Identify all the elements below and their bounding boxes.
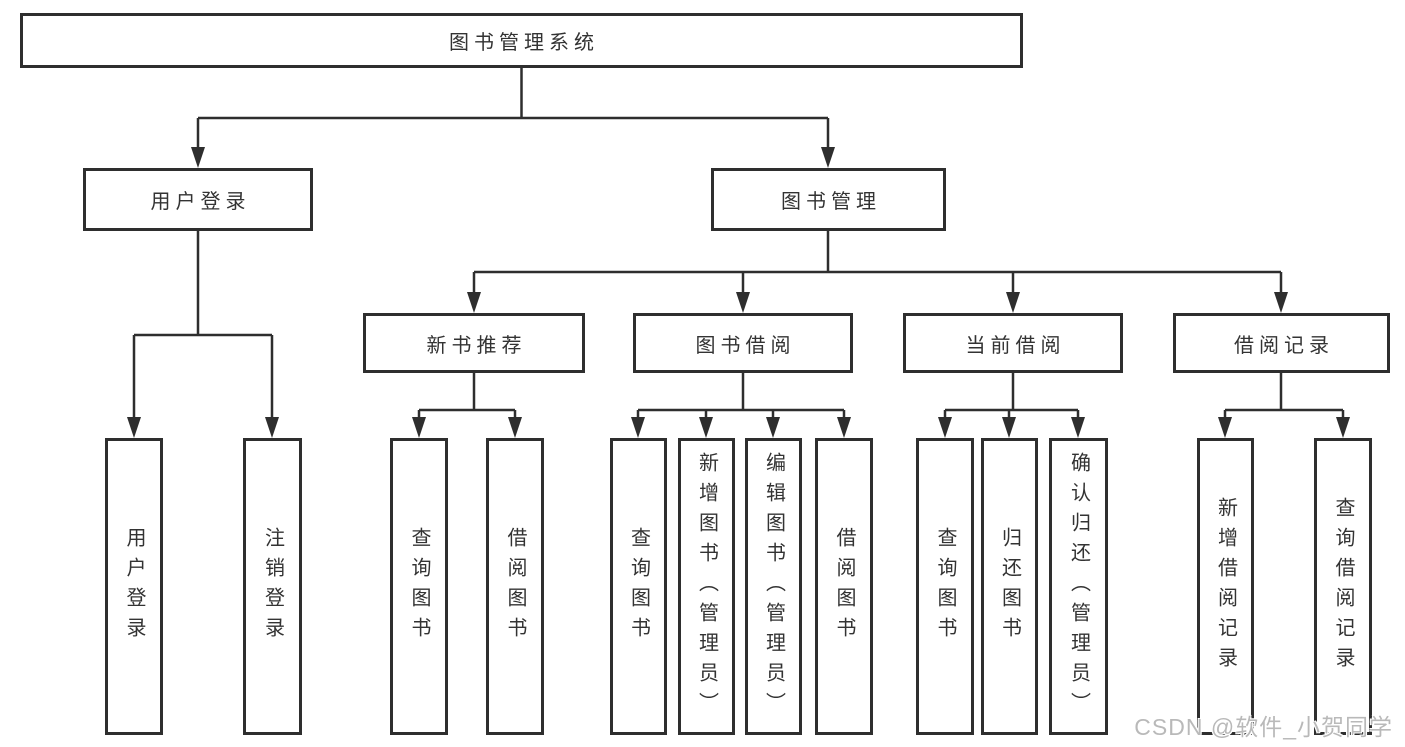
leaf-edit-book-admin-label: 编辑图书（管理员） bbox=[762, 451, 785, 722]
leaf-borrow-books-borrow: 借阅图书 bbox=[815, 438, 873, 735]
leaf-add-book-admin: 新增图书（管理员） bbox=[678, 438, 735, 735]
leaf-logout-login-label: 注销登录 bbox=[261, 526, 284, 647]
leaf-add-borrow-record-label: 新增借阅记录 bbox=[1214, 496, 1237, 677]
leaf-confirm-return-admin: 确认归还（管理员） bbox=[1049, 438, 1108, 735]
leaf-query-books-recommend-label: 查询图书 bbox=[408, 526, 430, 647]
leaf-query-books-borrow: 查询图书 bbox=[610, 438, 667, 735]
node-book-management: 图书管理 bbox=[711, 168, 946, 231]
node-new-book-recommend-label: 新书推荐 bbox=[426, 334, 527, 357]
csdn-watermark: CSDN @软件_小贺同学 bbox=[1134, 714, 1393, 740]
leaf-confirm-return-admin-label: 确认归还（管理员） bbox=[1067, 451, 1090, 722]
node-new-book-recommend: 新书推荐 bbox=[363, 313, 585, 373]
leaf-return-books: 归还图书 bbox=[981, 438, 1038, 735]
node-book-management-label: 图书管理 bbox=[781, 191, 881, 213]
leaf-logout-login: 注销登录 bbox=[243, 438, 302, 735]
leaf-query-borrow-record: 查询借阅记录 bbox=[1314, 438, 1372, 735]
node-borrowing-records: 借阅记录 bbox=[1173, 313, 1390, 373]
node-library-system-label: 图书管理系统 bbox=[449, 32, 599, 54]
leaf-query-books-recommend: 查询图书 bbox=[390, 438, 448, 735]
leaf-borrow-books-recommend-label: 借阅图书 bbox=[504, 526, 526, 647]
leaf-return-books-label: 归还图书 bbox=[998, 526, 1021, 647]
node-current-borrowing: 当前借阅 bbox=[903, 313, 1123, 373]
leaf-user-login: 用户登录 bbox=[105, 438, 163, 735]
leaf-query-books-current: 查询图书 bbox=[916, 438, 974, 735]
leaf-user-login-label: 用户登录 bbox=[123, 526, 145, 647]
leaf-add-borrow-record: 新增借阅记录 bbox=[1197, 438, 1254, 735]
leaf-query-books-borrow-label: 查询图书 bbox=[627, 526, 650, 647]
node-current-borrowing-label: 当前借阅 bbox=[965, 334, 1066, 357]
leaf-query-books-current-label: 查询图书 bbox=[934, 526, 956, 647]
node-library-system: 图书管理系统 bbox=[20, 13, 1023, 68]
leaf-borrow-books-borrow-label: 借阅图书 bbox=[833, 526, 855, 647]
leaf-query-borrow-record-label: 查询借阅记录 bbox=[1332, 496, 1354, 677]
leaf-add-book-admin-label: 新增图书（管理员） bbox=[695, 451, 718, 722]
node-book-borrowing: 图书借阅 bbox=[633, 313, 853, 373]
leaf-edit-book-admin: 编辑图书（管理员） bbox=[745, 438, 802, 735]
node-user-login: 用户登录 bbox=[83, 168, 313, 231]
node-borrowing-records-label: 借阅记录 bbox=[1234, 334, 1334, 357]
node-book-borrowing-label: 图书借阅 bbox=[695, 334, 796, 357]
leaf-borrow-books-recommend: 借阅图书 bbox=[486, 438, 544, 735]
node-user-login-label: 用户登录 bbox=[150, 191, 251, 213]
